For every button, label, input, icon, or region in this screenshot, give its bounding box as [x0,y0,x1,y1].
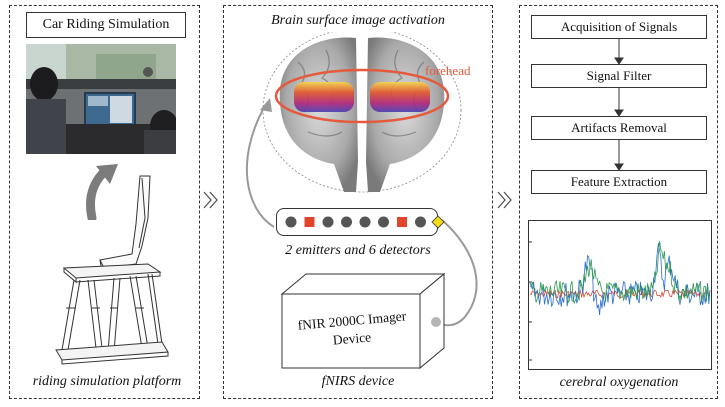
emitter-1 [304,217,315,227]
brain-activation-title: Brain surface image activation [271,13,445,28]
optode-strip [276,208,438,236]
connector-diamond [431,215,445,229]
car-seat-icon [55,175,169,365]
step-signal-filter-label: Signal Filter [586,68,652,83]
detector-2 [322,216,334,228]
detector-7 [415,216,426,228]
step-feature-extraction: Feature Extraction [531,170,707,194]
processing-panel [519,5,718,399]
detector-4 [359,216,371,228]
chevron-double-right-icon [203,191,218,209]
detector-3 [341,216,352,228]
signal-trace-blue [529,243,711,316]
optode-elements [285,215,445,229]
fnirs-device-caption: fNIRS device [321,374,395,389]
step-feature-extraction-label: Feature Extraction [570,174,668,189]
chevron-double-right-icon [497,191,512,209]
car-interior-photo [26,44,176,154]
emitter-6 [397,217,407,227]
fnir-device-box [280,272,446,370]
car-riding-simulation-label: Car Riding Simulation [42,17,170,32]
flow-arrows [614,39,624,171]
brain-image [262,32,462,193]
step-acquisition-label: Acquisition of Signals [560,19,678,34]
step-artifacts-removal-label: Artifacts Removal [571,120,667,135]
fnirs-panel [223,5,493,399]
forehead-ring [274,68,450,124]
riding-simulation-caption: riding simulation platform [32,374,182,389]
simulation-panel [9,5,200,399]
forehead-label: forehead [425,63,471,78]
step-acquisition: Acquisition of Signals [531,15,707,39]
up-arrow-icon [86,164,118,220]
cerebral-oxygenation-caption: cerebral oxygenation [559,375,679,390]
detector-5 [378,216,389,228]
optode-caption: 2 emitters and 6 detectors [285,243,431,258]
car-riding-simulation-title: Car Riding Simulation [26,12,186,38]
detector-0 [285,216,297,228]
signal-trace-green [529,241,711,305]
cerebral-oxygenation-plot [528,220,712,370]
